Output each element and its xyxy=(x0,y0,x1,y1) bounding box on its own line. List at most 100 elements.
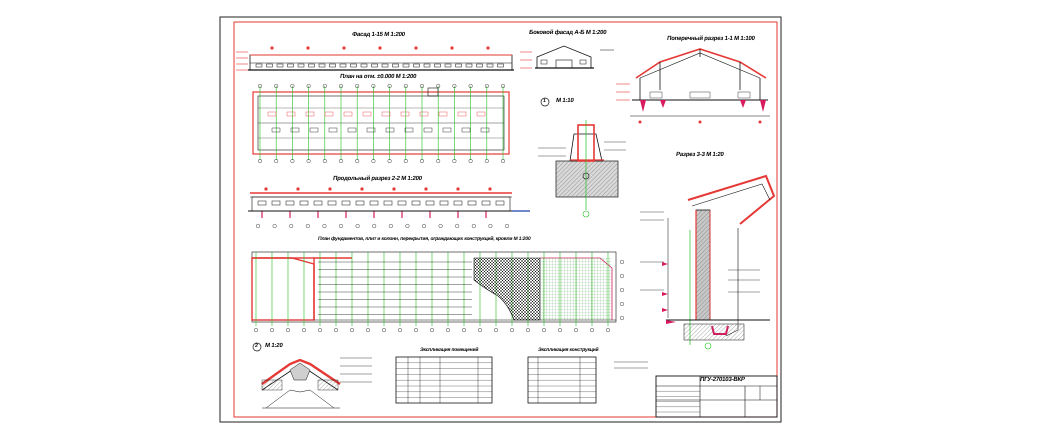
plan-axis-bubble xyxy=(306,83,311,88)
fp-axis-bubble xyxy=(510,328,515,333)
section-window xyxy=(411,200,421,206)
fp-axis-bubble xyxy=(430,328,435,333)
facade-window xyxy=(486,63,494,68)
plan-stall xyxy=(457,111,467,117)
section-axis-bubble xyxy=(355,223,360,228)
fp-axis-bubble xyxy=(542,328,547,333)
plan-stall xyxy=(419,111,429,117)
node-1-title: М 1:10 xyxy=(555,98,574,104)
fp-axis-bubble xyxy=(574,328,579,333)
node-1-marker xyxy=(540,97,550,107)
facade-window xyxy=(476,63,483,68)
facade-window xyxy=(297,63,305,68)
fp-axis-bubble xyxy=(558,328,563,333)
plan-stall xyxy=(423,127,433,133)
section-window xyxy=(397,200,407,206)
plan-axis-bubble xyxy=(420,83,425,88)
plan-stall xyxy=(461,127,471,133)
plan-axis-bubble xyxy=(258,158,263,163)
plan-stall xyxy=(267,111,277,117)
facade-window xyxy=(266,63,273,68)
plan-axis-bubble xyxy=(322,83,327,88)
fp-axis-bubble xyxy=(446,328,451,333)
node-2-title: М 1:20 xyxy=(264,343,283,349)
section-window xyxy=(327,200,337,206)
facade-window xyxy=(423,63,431,68)
spec-table-1-title: Экспликация помещений xyxy=(419,347,479,353)
spec-table-2-title: Экспликация конструкций xyxy=(537,347,599,353)
section-axis-bubble xyxy=(438,223,443,228)
section-3-title: Разрез 3-3 М 1:20 xyxy=(675,152,725,158)
section-axis-bubble xyxy=(339,223,344,228)
section-marker xyxy=(392,187,396,191)
plan-axis-bubble xyxy=(274,158,279,163)
facade-window xyxy=(350,63,357,68)
plan-axis-bubble xyxy=(339,158,344,163)
plan-axis-bubble xyxy=(290,83,295,88)
section-window xyxy=(299,200,309,206)
section-window xyxy=(453,200,463,206)
fp-axis-bubble xyxy=(334,328,339,333)
plan-stall xyxy=(381,111,391,117)
title-block xyxy=(655,375,778,418)
node-2-marker xyxy=(252,342,262,352)
plan-axis-bubble xyxy=(420,158,425,163)
fp-axis-bubble xyxy=(366,328,371,333)
fp-axis-bubble xyxy=(620,274,625,279)
cross-section-title: Поперечный разрез 1-1 М 1:100 xyxy=(666,36,756,42)
plan-axis-bubble xyxy=(371,83,376,88)
fp-axis-bubble xyxy=(494,328,499,333)
plan-stall xyxy=(404,127,414,133)
node-1-detail xyxy=(538,97,626,218)
facade-window xyxy=(276,63,284,68)
fp-axis-bubble xyxy=(302,328,307,333)
facade-window xyxy=(455,63,462,68)
fp-axis-bubble xyxy=(526,328,531,333)
plan-axis-bubble xyxy=(468,158,473,163)
fp-axis-bubble xyxy=(382,328,387,333)
plan-stall xyxy=(271,127,281,133)
facade-window xyxy=(371,63,378,68)
facade-window xyxy=(402,63,410,68)
facade-marker xyxy=(414,46,418,50)
facade-window xyxy=(444,63,452,68)
node-2-detail xyxy=(252,342,372,409)
facade-view xyxy=(236,46,514,71)
node-2-number: 2 xyxy=(254,343,259,349)
facade-marker xyxy=(378,46,382,50)
section-axis-bubble xyxy=(372,223,377,228)
facade-window xyxy=(308,63,315,68)
facade-window xyxy=(329,63,336,68)
facade-window xyxy=(413,63,420,68)
plan-stall xyxy=(476,111,486,117)
plan-stall xyxy=(309,127,319,133)
section-window xyxy=(355,200,365,206)
node-1-number: 1 xyxy=(542,98,547,104)
section-window xyxy=(467,200,477,206)
fp-axis-bubble xyxy=(590,328,595,333)
plan-stall xyxy=(290,127,300,133)
section-axis-bubble xyxy=(488,223,493,228)
section-axis-bubble xyxy=(388,223,393,228)
plan-axis-bubble xyxy=(484,83,489,88)
fp-axis-bubble xyxy=(478,328,483,333)
plan-axis-bubble xyxy=(468,83,473,88)
plan-axis-bubble xyxy=(387,158,392,163)
plan-axis-bubble xyxy=(501,158,506,163)
plan-stall xyxy=(442,127,452,133)
section-window xyxy=(481,200,491,206)
fp-axis-bubble xyxy=(270,328,275,333)
section-marker xyxy=(264,187,268,191)
facade-window xyxy=(287,63,294,68)
section-window xyxy=(271,200,281,206)
plan-axis-bubble xyxy=(371,158,376,163)
section-window xyxy=(439,200,449,206)
section-window xyxy=(341,200,351,206)
fp-axis-bubble xyxy=(620,260,625,265)
title-block-heading: ПГУ-270103-ВКР xyxy=(699,377,746,383)
section-window xyxy=(425,200,435,206)
plan-axis-bubble xyxy=(403,158,408,163)
fp-axis-bubble xyxy=(286,328,291,333)
plan-axis-bubble xyxy=(274,83,279,88)
plan-stall xyxy=(362,111,372,117)
